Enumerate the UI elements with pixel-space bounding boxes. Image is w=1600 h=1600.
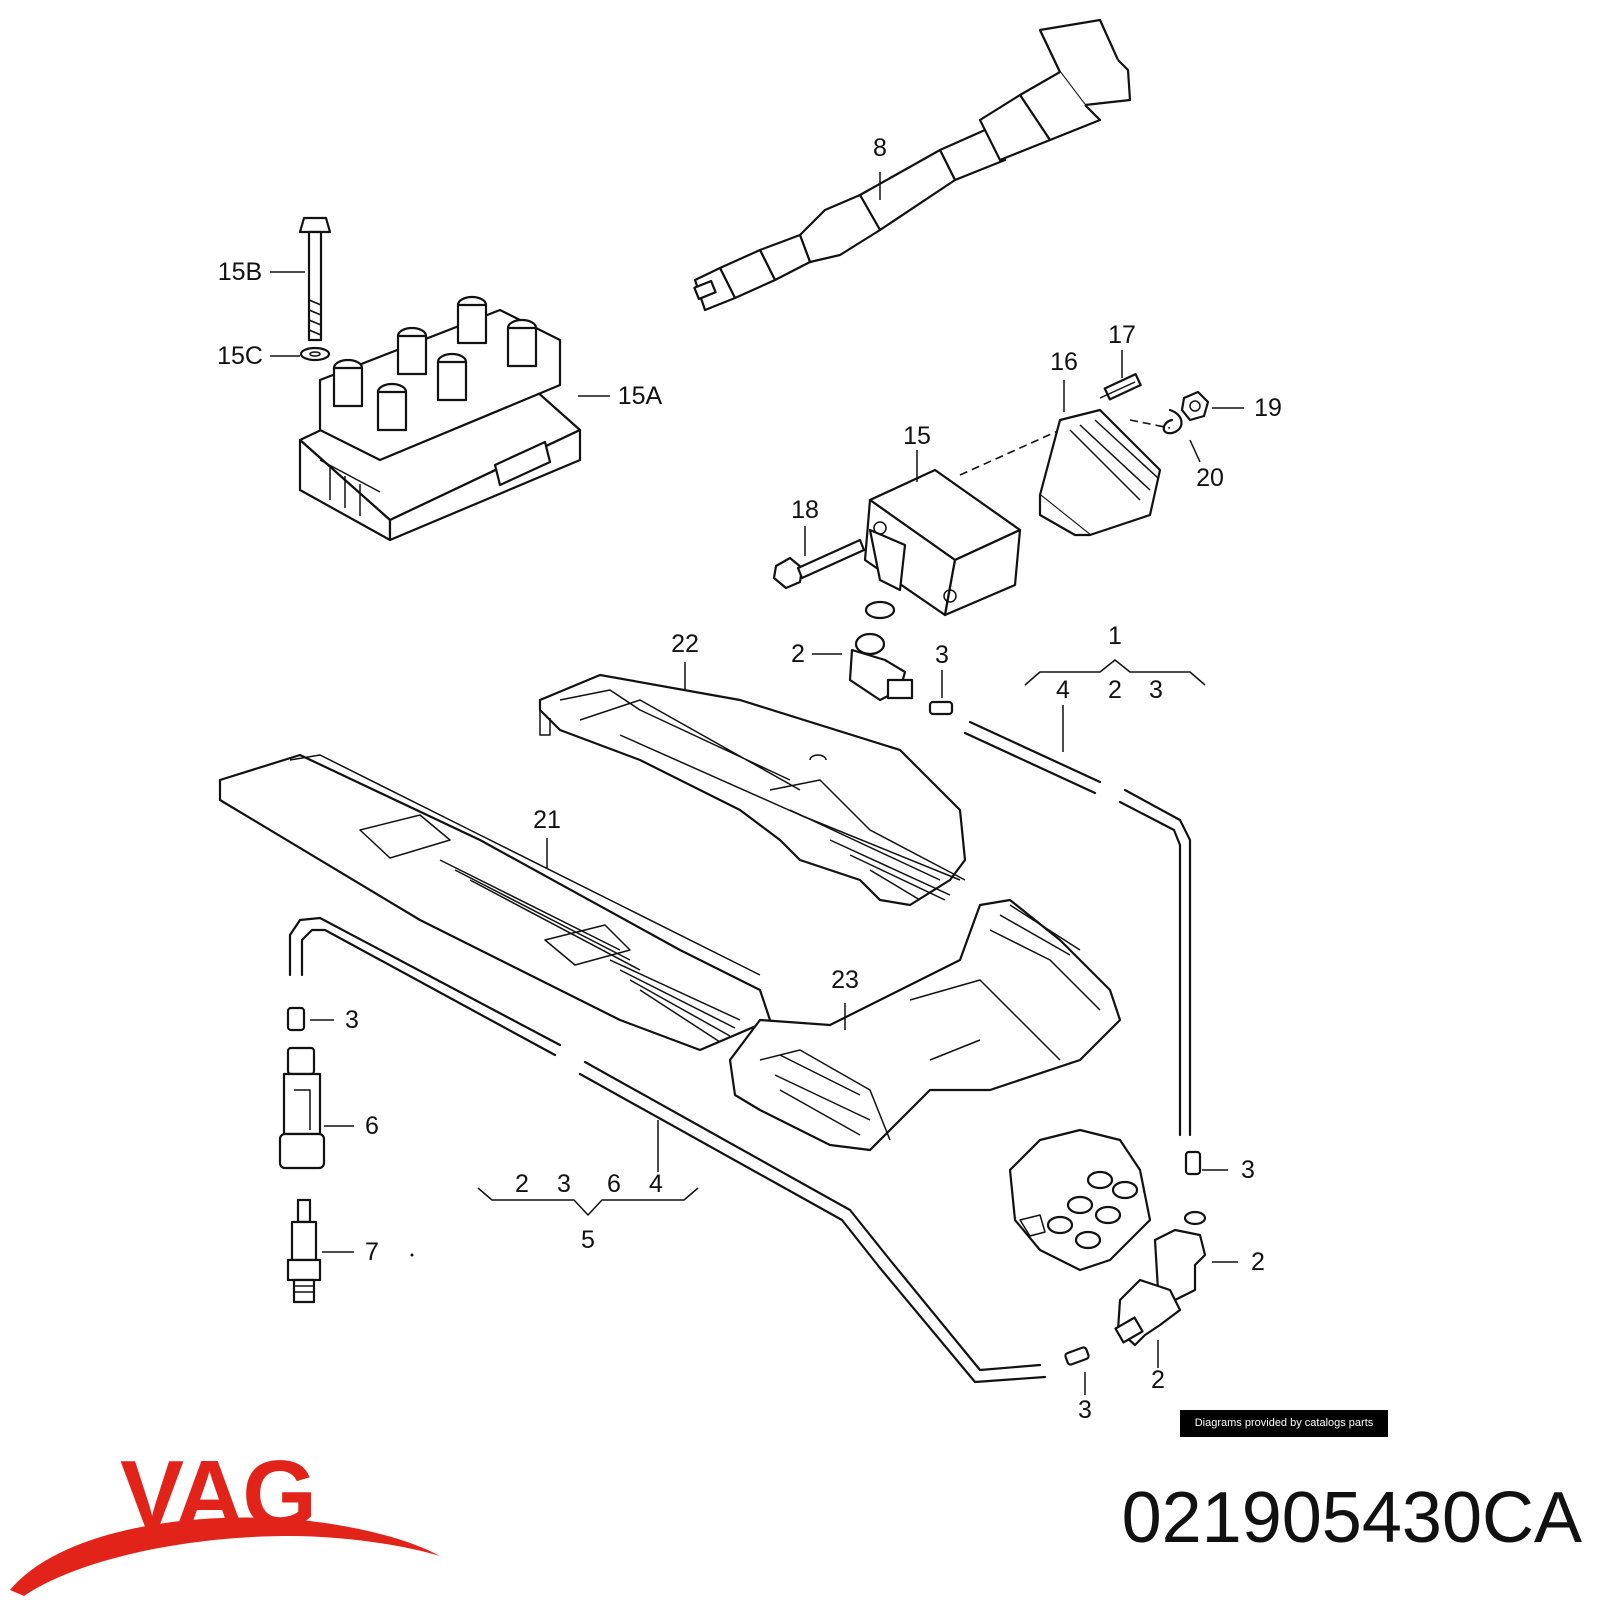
label-3a: 3 [935,641,949,669]
label-23: 23 [831,966,859,994]
group-bracket-1 [1024,659,1206,686]
label-20: 20 [1196,464,1224,492]
spring-clip-20 [1162,408,1183,435]
label-3c: 3 [345,1006,359,1034]
distributor-cap [1008,1128,1152,1272]
sleeve-3c [286,1006,306,1032]
stray-dot [410,1253,414,1257]
cable-4b-lower-edge [578,1072,1047,1384]
label-15b: 15B [218,258,262,286]
mount-line-17-20 [1129,419,1171,429]
bolt-17 [1099,373,1142,401]
cable-4a-lower-edge [1118,800,1182,1137]
bolt-18 [772,538,866,590]
label-2b: 2 [1108,676,1122,704]
angled-plug-connector-2c [1114,1278,1182,1347]
cable-4a-upper [968,720,1102,784]
angled-plug-connector-2a [848,632,914,702]
group-bracket-5 [477,1187,699,1216]
label-18: 18 [791,496,819,524]
wire-guide-22 [538,673,967,907]
cable-4a-upper-edge [963,731,1097,795]
label-2e: 2 [1151,1366,1165,1394]
label-4a: 4 [1056,676,1070,704]
wire-guide-23 [728,898,1122,1152]
cable-4b-upper [288,916,562,1047]
cable-4b-upper-edge [300,928,557,1057]
nut-19 [1180,390,1210,422]
label-7: 7 [365,1238,379,1266]
mounting-bracket-16 [1038,408,1162,537]
label-3b: 3 [1149,676,1163,704]
washer-15c [299,346,331,362]
spark-plug-7 [286,1198,322,1304]
label-3d: 3 [557,1170,571,1198]
label-2d: 2 [1251,1248,1265,1276]
leader-20 [1189,439,1201,463]
label-6: 6 [365,1112,379,1140]
cable-4b-lower [583,1060,1042,1372]
label-1: 1 [1108,622,1122,650]
hex-bolt-15b [298,216,332,342]
label-3e: 3 [1241,1156,1255,1184]
label-4c: 4 [649,1170,663,1198]
ignition-coil-pack [298,295,582,542]
label-19: 19 [1254,394,1282,422]
label-22: 22 [671,630,699,658]
label-21: 21 [533,806,561,834]
spark-plug-connector-6 [278,1046,326,1170]
cable-4a-lower [1123,788,1192,1137]
brand-logo-vag: VAG [120,1441,317,1548]
label-15: 15 [903,422,931,450]
label-6b: 6 [607,1170,621,1198]
part-number: 021905430CA [1121,1478,1582,1558]
label-3f: 3 [1078,1396,1092,1424]
label-2c: 2 [515,1170,529,1198]
label-2a: 2 [791,640,805,668]
diagram-credit-badge: Diagrams provided by catalogs parts [1180,1410,1388,1437]
sleeve-3f [1064,1346,1090,1366]
brand-swoosh [10,1517,440,1596]
label-15a: 15A [618,382,663,410]
ignition-cable-connector [693,18,1132,312]
label-5: 5 [581,1226,595,1254]
sleeve-3a [928,700,954,716]
ignition-coil-15 [863,468,1022,620]
label-17: 17 [1108,321,1136,349]
label-16: 16 [1050,348,1078,376]
wire-guide-21 [218,753,772,1052]
sleeve-3e [1184,1150,1202,1176]
label-15c: 15C [217,342,263,370]
mount-line-15-16 [959,429,1061,476]
label-8: 8 [873,134,887,162]
